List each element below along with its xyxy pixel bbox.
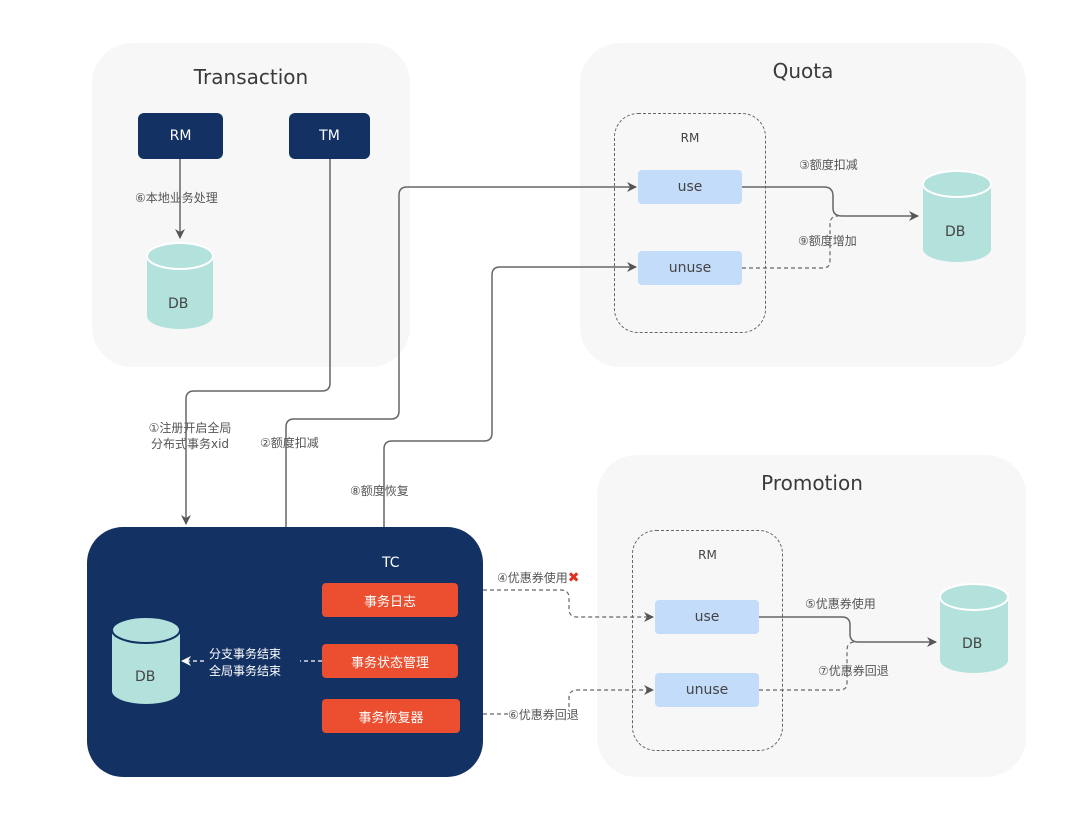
quota-rm-label: RM (680, 131, 700, 145)
tc-db-arrow-label-1: 分支事务结束 (209, 647, 282, 661)
quota-title: Quota (772, 59, 834, 83)
quota-unuse-box[interactable]: unuse (638, 251, 742, 285)
promotion-rm-group: RM (632, 530, 783, 751)
tc-module-transaction-log[interactable]: 事务日志 (322, 583, 458, 617)
step1-label-line2: 分布式事务xid (150, 437, 230, 451)
transaction-title: Transaction (193, 65, 309, 89)
promotion-unuse-box[interactable]: unuse (655, 673, 759, 707)
step6-rollback-label: ⑥优惠券回退 (508, 707, 579, 723)
step1-label: ①注册开启全局 分布式事务xid (140, 420, 240, 452)
quota-rm-group: RM (614, 113, 766, 333)
step7-label: ⑦优惠券回退 (818, 664, 889, 678)
failed-x-icon: ✖ (567, 570, 580, 586)
promotion-rm-label: RM (698, 548, 717, 562)
tc-module-status-manager[interactable]: 事务状态管理 (322, 644, 458, 678)
step6-local-label: ⑥本地业务处理 (135, 190, 218, 206)
quota-db-label: DB (945, 224, 966, 240)
promotion-title: Promotion (761, 471, 863, 495)
tc-db-arrow-label-2: 全局事务结束 (209, 664, 282, 678)
step3-label: ③额度扣减 (799, 158, 858, 172)
promotion-use-box[interactable]: use (655, 600, 759, 634)
step4-label: ④优惠券使用✖ (497, 570, 580, 586)
step4-label-text: ④优惠券使用 (497, 571, 568, 585)
tc-title: TC (382, 555, 400, 571)
tc-module-recovery[interactable]: 事务恢复器 (322, 699, 460, 733)
step9-label: ⑨额度增加 (798, 234, 857, 248)
step1-label-line1: ①注册开启全局 (148, 421, 232, 435)
transaction-db-label: DB (168, 296, 189, 312)
step5-label: ⑤优惠券使用 (805, 597, 876, 611)
quota-use-box[interactable]: use (638, 170, 742, 204)
transaction-tm-box[interactable]: TM (289, 113, 370, 159)
tc-db-label: DB (135, 669, 156, 685)
step2-label: ②额度扣减 (260, 435, 319, 451)
transaction-rm-box[interactable]: RM (138, 113, 223, 159)
step8-label: ⑧额度恢复 (350, 483, 409, 499)
promotion-db-label: DB (962, 636, 983, 652)
